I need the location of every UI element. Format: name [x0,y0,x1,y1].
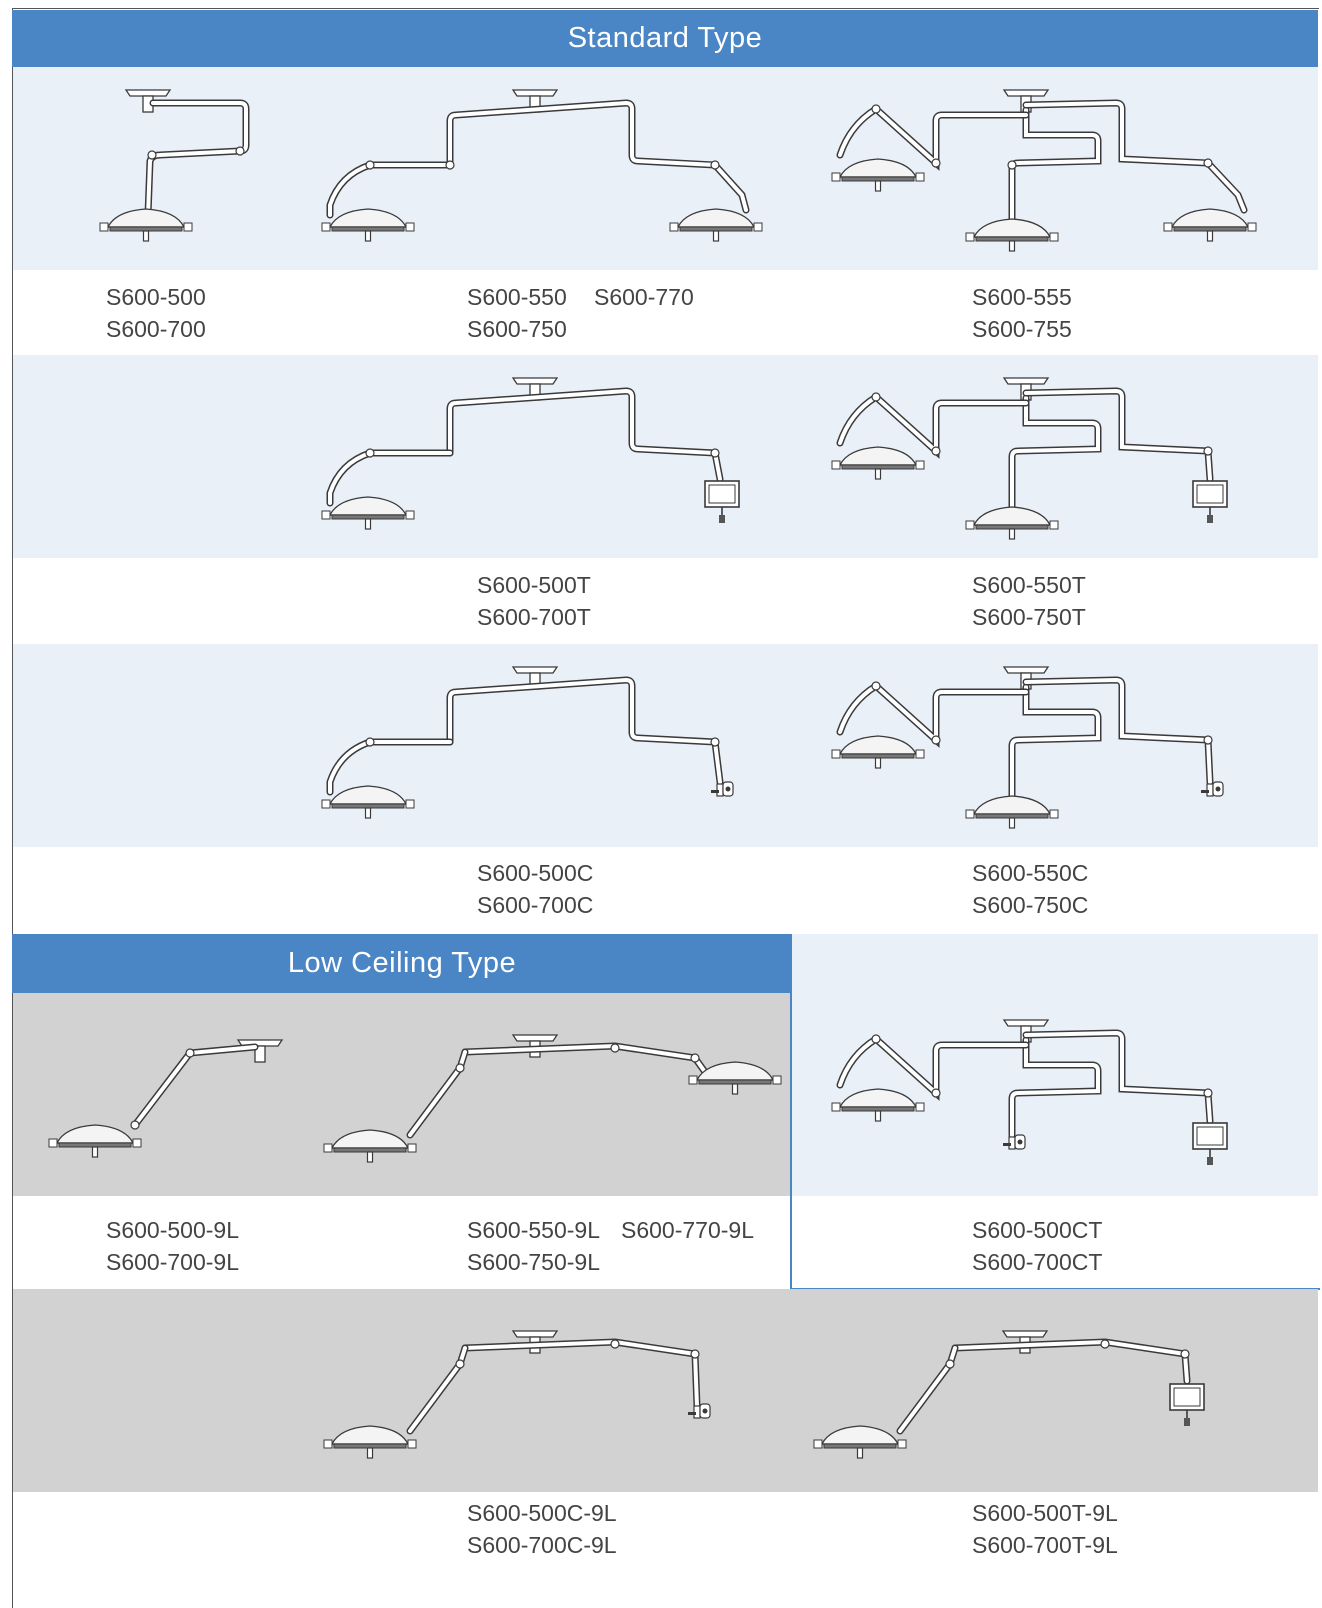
label-s600-500ct-700ct: S600-500CT S600-700CT [972,1214,1102,1278]
figure-s600-500ct [831,1019,1228,1166]
label-s600-770-9l: S600-770-9L [621,1214,754,1246]
model-name: S600-500 [106,284,206,310]
standard-type-title: Standard Type [567,22,763,54]
figure-s600-500t-9l [813,1330,1205,1459]
label-s600-500t-700t: S600-500T S600-700T [477,569,591,633]
label-s600-500c-700c: S600-500C S600-700C [477,857,593,921]
model-name: S600-550 [467,284,567,310]
page-frame [12,8,1319,1608]
model-name: S600-500T [477,572,591,598]
model-name: S600-500CT [972,1217,1103,1243]
label-s600-550-9l-750-9l: S600-550-9L S600-750-9L [467,1214,600,1278]
label-s600-555-755: S600-555 S600-755 [972,281,1072,345]
label-s600-500c-9l-700c-9l: S600-500C-9L S600-700C-9L [467,1497,617,1561]
standard-type-header: Standard Type [12,10,1318,67]
label-s600-550c-750c: S600-550C S600-750C [972,857,1088,921]
label-s600-500-700: S600-500 S600-700 [106,281,206,345]
figure-s600-550t [831,377,1228,540]
label-s600-500t-9l-700t-9l: S600-500T-9L S600-700T-9L [972,1497,1118,1561]
figure-s600-500c-9l [323,1330,711,1459]
model-name: S600-770-9L [621,1217,754,1243]
model-name: S600-700CT [972,1249,1103,1275]
figure-s600-500 [99,89,260,242]
model-name: S600-750C [972,892,1089,918]
model-name: S600-550T [972,572,1086,598]
model-name: S600-750T [972,604,1086,630]
model-name: S600-755 [972,316,1072,342]
model-name: S600-550C [972,860,1089,886]
figure-s600-550 [321,89,763,242]
model-name: S600-700C [477,892,594,918]
model-name: S600-500C-9L [467,1500,617,1526]
low-ceiling-type-title: Low Ceiling Type [287,947,517,979]
model-name: S600-770 [594,284,694,310]
figure-s600-500c [321,666,734,819]
figure-s600-500-9l [48,1039,283,1158]
model-name: S600-700C-9L [467,1532,617,1558]
figure-s600-555 [831,89,1257,252]
model-name: S600-555 [972,284,1072,310]
model-name: S600-700-9L [106,1249,239,1275]
low-ceiling-type-header: Low Ceiling Type [12,934,792,993]
label-s600-770: S600-770 [594,281,694,313]
figure-s600-500t [321,377,740,530]
label-s600-550-750: S600-550 S600-750 [467,281,567,345]
model-name: S600-750 [467,316,567,342]
model-name: S600-700T-9L [972,1532,1118,1558]
model-name: S600-700T [477,604,591,630]
model-name: S600-500T-9L [972,1500,1118,1526]
row5-figures-band [13,1289,1318,1492]
model-name: S600-500C [477,860,594,886]
label-s600-500-9l-700-9l: S600-500-9L S600-700-9L [106,1214,239,1278]
figure-s600-550c [831,666,1224,829]
label-s600-550t-750t: S600-550T S600-750T [972,569,1086,633]
model-name: S600-700 [106,316,206,342]
row4-figures-band [13,993,792,1196]
model-name: S600-550-9L [467,1217,600,1243]
figure-s600-550-9l [323,1034,782,1163]
model-name: S600-750-9L [467,1249,600,1275]
model-name: S600-500-9L [106,1217,239,1243]
